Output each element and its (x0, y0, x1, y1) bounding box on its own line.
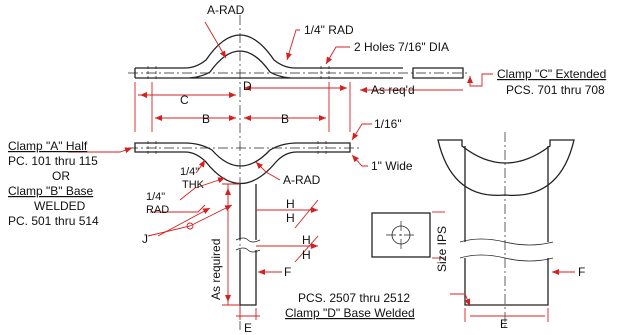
f-right-label: F (578, 265, 585, 279)
square-plate (371, 211, 445, 259)
h-label-2: H (286, 211, 295, 225)
clamp-a-pcs: PC. 101 thru 115 (8, 154, 98, 168)
as-reqd-label: As req'd (371, 83, 415, 97)
clamp-c-pcs: PCS. 701 thru 708 (506, 83, 605, 97)
one-inch-wide-label: 1" Wide (371, 159, 413, 173)
sixteenth-label: 1/16" (374, 117, 402, 131)
dimension-d-label: D (243, 79, 252, 93)
size-ips-label: Size IPS (435, 226, 449, 272)
h-leaders (255, 161, 319, 263)
dimension-b-right-label: B (281, 112, 289, 126)
j-label: J (142, 232, 148, 246)
clamp-d-pcs: PCS. 2507 thru 2512 (298, 291, 410, 305)
thk-label: THK (182, 179, 205, 191)
weld-symbol-icon (186, 222, 194, 230)
a-rad-mid-label: A-RAD (283, 173, 321, 187)
dimension-lines (134, 82, 351, 132)
h-label-4: H (302, 248, 311, 262)
thickness-value-label: 1/4" (180, 166, 199, 178)
clamp-b-title: Clamp "B" Base (8, 184, 94, 198)
dimension-b-left-label: B (202, 112, 210, 126)
clamp-d-title: Clamp "D" Base Welded (285, 306, 415, 320)
dimension-c-label: C (180, 93, 189, 107)
clamp-c-title: Clamp "C" Extended (497, 67, 606, 81)
e-left-label: E (244, 321, 252, 335)
quarter-rad-label: 1/4" RAD (304, 23, 354, 37)
h-label-3: H (302, 233, 311, 247)
h-label-1: H (286, 197, 295, 211)
clamp-a-title: Clamp "A" Half (8, 139, 88, 153)
or-label: OR (52, 169, 70, 183)
clamp-d-part (437, 132, 575, 328)
welded-label: WELDED (34, 199, 86, 213)
clamp-b-base (235, 184, 261, 306)
e-right-label: E (500, 317, 508, 331)
rad-label: RAD (146, 204, 169, 216)
radius-value-label: 1/4" (146, 191, 165, 203)
top-leaders (204, 21, 493, 167)
left-leaders (68, 147, 233, 237)
f-left-label: F (284, 265, 291, 279)
two-holes-label: 2 Holes 7/16" DIA (354, 40, 449, 54)
as-required-dimension (222, 183, 282, 320)
clamp-a-part (134, 141, 351, 185)
clamp-b-pcs: PC. 501 thru 514 (8, 214, 99, 228)
as-required-label: As required (209, 239, 223, 300)
a-rad-top-label: A-RAD (207, 3, 245, 17)
